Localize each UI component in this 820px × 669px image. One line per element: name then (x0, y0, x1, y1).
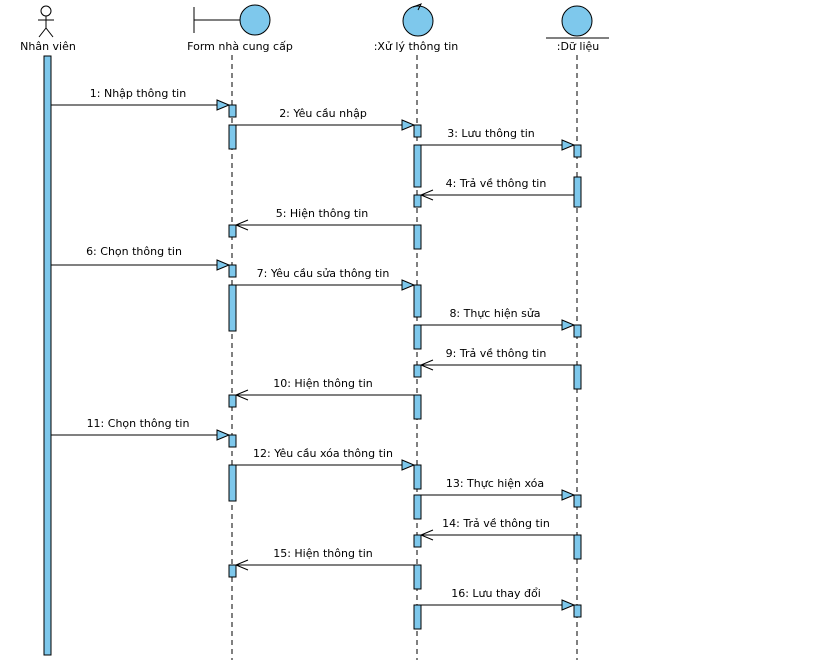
activation-actor (43, 55, 52, 656)
message-label: 16: Lưu thay đổi (451, 587, 541, 600)
activation-bar (573, 534, 582, 560)
stick-figure-icon (38, 5, 54, 38)
activation-bar (413, 284, 422, 318)
boundary-icon (193, 4, 271, 36)
activation-bar (228, 394, 237, 408)
participant-label-form: Form nhà cung cấp (187, 40, 293, 53)
participant-entity[interactable]: :Dữ liệu (546, 5, 609, 53)
message-label: 13: Thực hiện xóa (446, 477, 544, 490)
message-3[interactable]: 3: Lưu thông tin (421, 127, 574, 145)
message-label: 4: Trả về thông tin (446, 177, 547, 190)
activation-bar (413, 324, 422, 350)
activation-bar (413, 224, 422, 250)
message-label: 2: Yêu cầu nhập (279, 107, 367, 120)
activation-bar (413, 464, 422, 490)
activation-bar (228, 464, 237, 502)
participant-actor[interactable]: Nhân viên (20, 5, 76, 53)
activation-bar (228, 264, 237, 278)
message-label: 7: Yêu cầu sửa thông tin (257, 267, 390, 280)
message-15[interactable]: 15: Hiện thông tin (236, 547, 414, 565)
message-12[interactable]: 12: Yêu cầu xóa thông tin (236, 447, 414, 465)
message-8[interactable]: 8: Thực hiện sửa (421, 307, 574, 325)
message-label: 1: Nhập thông tin (90, 87, 186, 100)
message-label: 3: Lưu thông tin (447, 127, 535, 140)
message-label: 6: Chọn thông tin (86, 245, 182, 258)
activation-bar (413, 534, 422, 548)
activation-bar (228, 564, 237, 578)
activation-bar (228, 434, 237, 448)
message-6[interactable]: 6: Chọn thông tin (51, 245, 229, 265)
message-label: 5: Hiện thông tin (276, 207, 369, 220)
participant-label-control: :Xử lý thông tin (374, 40, 459, 53)
activation-bar (413, 364, 422, 378)
activation-bar (413, 604, 422, 630)
entity-icon (546, 5, 609, 39)
message-10[interactable]: 10: Hiện thông tin (236, 377, 414, 395)
activation-bar (573, 604, 582, 618)
activation-bar (573, 176, 582, 208)
message-4[interactable]: 4: Trả về thông tin (421, 177, 574, 195)
participant-control[interactable]: :Xử lý thông tin (374, 3, 459, 53)
control-icon (402, 3, 434, 37)
message-label: 9: Trả về thông tin (446, 347, 547, 360)
activation-bar (573, 494, 582, 508)
message-label: 12: Yêu cầu xóa thông tin (253, 447, 393, 460)
activation-bar (573, 364, 582, 390)
activation-bar (413, 144, 422, 188)
participant-label-entity: :Dữ liệu (557, 40, 600, 53)
activation-bar (413, 194, 422, 208)
activation-bar (573, 144, 582, 158)
activations (43, 55, 582, 656)
activation-bar (413, 394, 422, 420)
message-2[interactable]: 2: Yêu cầu nhập (236, 107, 414, 125)
activation-bar (228, 124, 237, 150)
message-9[interactable]: 9: Trả về thông tin (421, 347, 574, 365)
message-5[interactable]: 5: Hiện thông tin (236, 207, 414, 225)
message-label: 14: Trả về thông tin (442, 517, 550, 530)
message-label: 10: Hiện thông tin (273, 377, 373, 390)
activation-bar (228, 284, 237, 332)
message-label: 11: Chọn thông tin (87, 417, 190, 430)
message-label: 8: Thực hiện sửa (449, 307, 540, 320)
participant-label-actor: Nhân viên (20, 40, 76, 53)
activation-bar (413, 124, 422, 138)
message-label: 15: Hiện thông tin (273, 547, 373, 560)
message-16[interactable]: 16: Lưu thay đổi (421, 587, 574, 605)
message-14[interactable]: 14: Trả về thông tin (421, 517, 574, 535)
activation-bar (413, 564, 422, 590)
activation-bar (413, 494, 422, 520)
message-7[interactable]: 7: Yêu cầu sửa thông tin (236, 267, 414, 285)
activation-bar (228, 224, 237, 238)
message-13[interactable]: 13: Thực hiện xóa (421, 477, 574, 495)
message-11[interactable]: 11: Chọn thông tin (51, 417, 229, 435)
activation-bar (228, 104, 237, 118)
activation-bar (573, 324, 582, 338)
participant-form[interactable]: Form nhà cung cấp (187, 4, 293, 53)
message-1[interactable]: 1: Nhập thông tin (51, 87, 229, 105)
